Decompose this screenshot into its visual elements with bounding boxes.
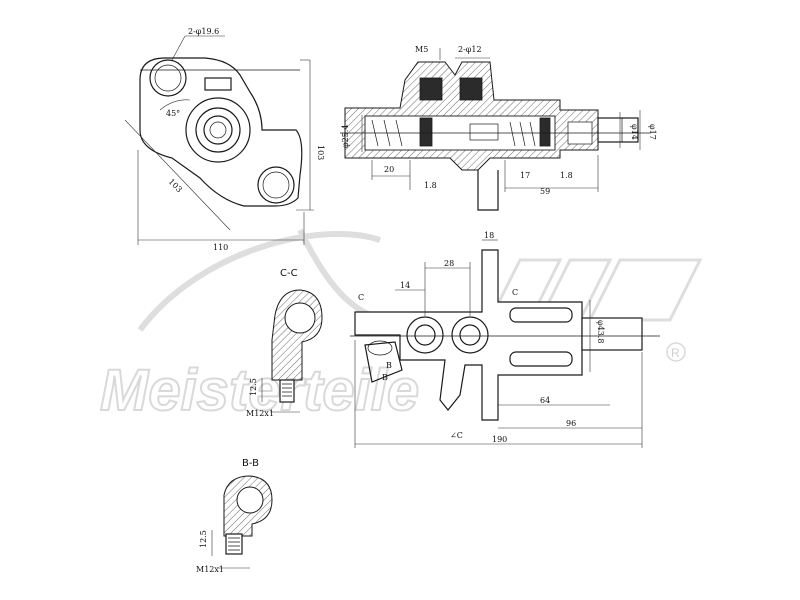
watermark: Meisterteile R — [99, 228, 703, 424]
section-bb-view: B-B 12.5 M12x1 — [196, 458, 273, 574]
top-view: 2-φ19.6 45° 103 103 110 — [124, 27, 325, 252]
dim-len17: 17 — [520, 171, 530, 180]
mark-c1: C — [358, 293, 364, 302]
dim-bore-d: φ25.4 — [341, 125, 350, 148]
watermark-brand: Meisterteile — [100, 358, 419, 423]
dim-angle: 45° — [166, 109, 180, 118]
dim-len18b: 1.8 — [560, 171, 573, 180]
dim-m5: M5 — [415, 45, 428, 54]
dim-bb-thread: M12x1 — [196, 565, 224, 574]
mark-lc: ∠C — [450, 431, 463, 440]
dim-ports: 2-φ12 — [458, 45, 482, 54]
dim-fv-96: 96 — [566, 419, 576, 428]
side-section-view: M5 2-φ12 φ25.4 20 1.8 17 59 1.8 φ14 φ17 — [340, 45, 657, 211]
dim-fv-43: φ43.8 — [596, 320, 605, 343]
dim-fv-64: 64 — [540, 396, 550, 405]
mark-b: B — [386, 361, 392, 370]
dim-len18a: 1.8 — [424, 181, 437, 190]
dim-cc-depth: 12.5 — [249, 378, 258, 396]
dim-fv-28: 28 — [444, 259, 454, 268]
mark-c2: C — [512, 288, 518, 297]
watermark-registered: R — [671, 346, 680, 360]
dim-len20: 20 — [384, 165, 394, 174]
dim-fv-18: 18 — [484, 231, 494, 240]
section-cc-title: C-C — [280, 268, 298, 279]
dim-len59: 59 — [540, 187, 550, 196]
registered-icon — [666, 342, 686, 362]
dim-fv-190: 190 — [492, 435, 507, 444]
dim-diag: 103 — [167, 177, 184, 194]
mark-b2: B — [382, 373, 388, 382]
dim-width: 110 — [213, 243, 228, 252]
dim-fv-14: 14 — [400, 281, 410, 290]
dim-d14: φ14 — [630, 124, 639, 140]
dim-bore: 2-φ19.6 — [188, 27, 219, 36]
section-bb-title: B-B — [242, 458, 259, 469]
section-cc-view: C-C 12.5 M12x1 — [246, 268, 323, 418]
dim-bb-depth: 12.5 — [199, 530, 208, 548]
dim-d17: φ17 — [648, 124, 657, 140]
dim-height: 103 — [316, 145, 325, 160]
front-view: 18 28 14 φ43.8 64 96 190 C C B B ∠C — [350, 231, 660, 448]
dim-cc-thread: M12x1 — [246, 409, 274, 418]
